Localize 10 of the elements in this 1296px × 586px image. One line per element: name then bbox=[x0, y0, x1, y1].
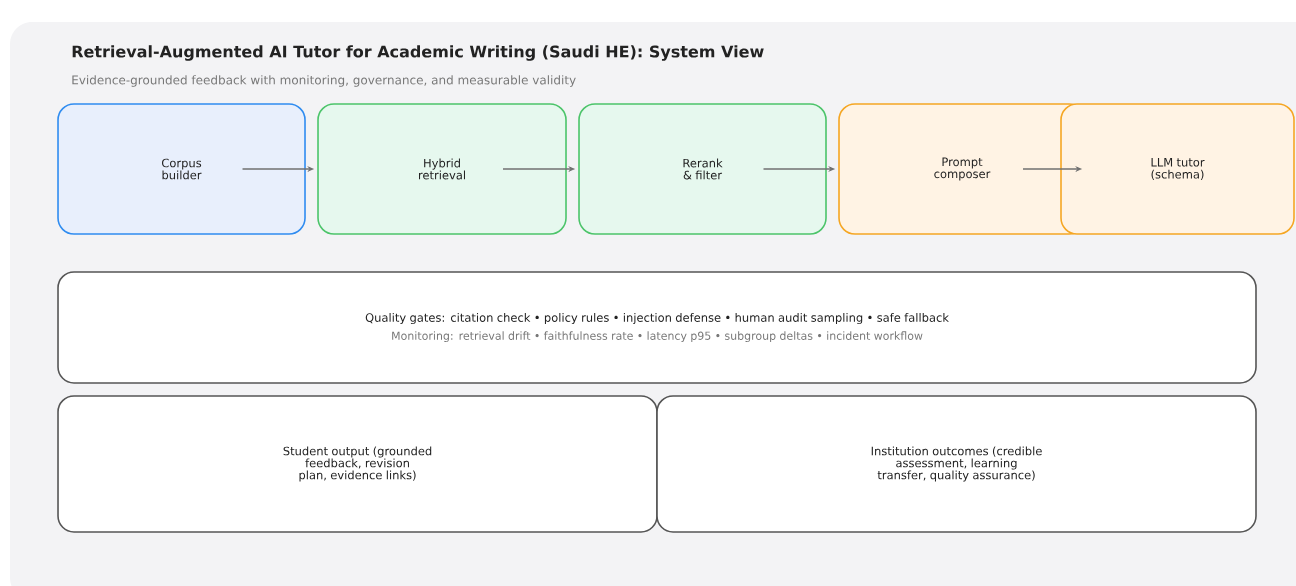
title: Retrieval-Augmented AI Tutor for Academic Writing (Saudi HE): System View bbox=[72, 45, 764, 61]
process-box: Corpus builder bbox=[57, 103, 306, 235]
process-box: Hybrid retrieval bbox=[317, 103, 567, 235]
output-box: Student output (grounded feedback, revision plan, evidence links) bbox=[57, 395, 658, 533]
quality-gates-box: Quality gates: citation check • policy rules • injection defense • human audit sampling • safe fallback Monitoring: retrieval drift • faithfulness rate • latency p95 • subgroup deltas • incident workflow bbox=[57, 271, 1257, 384]
process-box: Prompt composer bbox=[838, 103, 1086, 235]
process-box: Rerank & filter bbox=[578, 103, 827, 235]
output-box: Institution outcomes (credible assessment, learning transfer, quality assurance) bbox=[656, 395, 1257, 533]
process-box: LLM tutor (schema) bbox=[1060, 103, 1295, 235]
subtitle: Evidence-grounded feedback with monitoring, governance, and measurable validity bbox=[72, 75, 576, 87]
